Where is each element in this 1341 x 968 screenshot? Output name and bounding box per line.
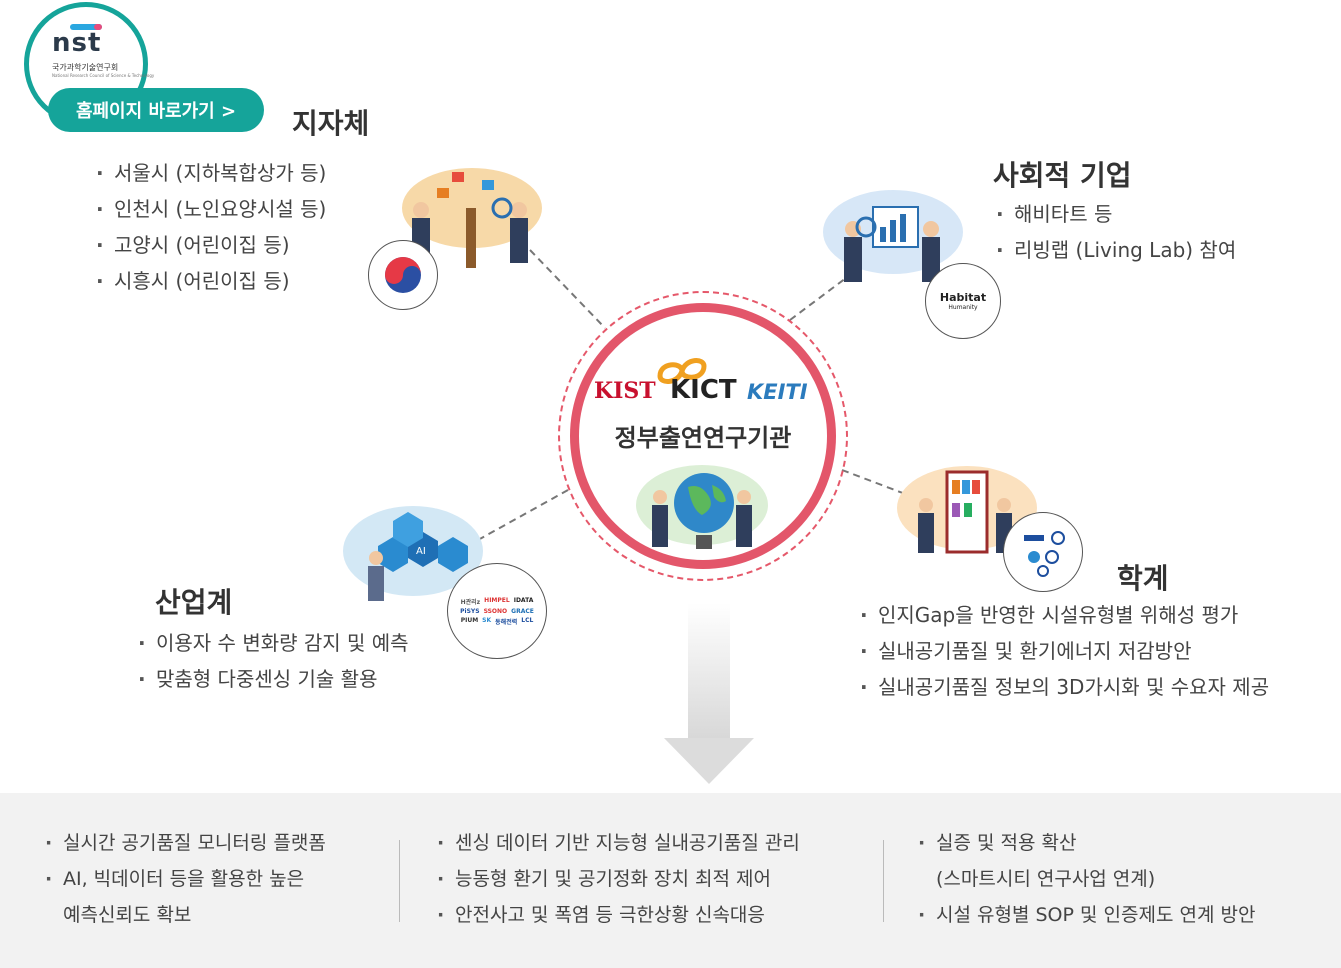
list-item: 실시간 공기품질 모니터링 플랫폼 — [45, 825, 326, 861]
korea-gov-logo — [368, 240, 438, 310]
list-item: 이용자 수 변화량 감지 및 예측 — [138, 625, 409, 661]
list-item: 고양시 (어린이집 등) — [96, 227, 326, 263]
nst-org-kr: 국가과학기술연구회 — [52, 63, 119, 72]
industry-title: 산업계 — [155, 586, 233, 619]
list-item: 실내공기품질 정보의 3D가시화 및 수요자 제공 — [860, 669, 1269, 705]
habitat-logo: Habitat Humanity — [925, 263, 1001, 339]
list-item-text: 예측신뢰도 확보 — [63, 904, 192, 926]
list-item-continued: (스마트시티 연구사업 연계) — [918, 861, 1255, 897]
list-item: 리빙랩 (Living Lab) 참여 — [996, 232, 1236, 268]
list-item-continued: 예측신뢰도 확보 — [45, 897, 326, 933]
kist-logo: KIST — [594, 378, 656, 404]
industry-illustration: AI — [343, 506, 483, 601]
nst-logo-text: nst — [52, 28, 102, 58]
list-item: 인지Gap을 반영한 시설유형별 위해성 평가 — [860, 597, 1269, 633]
industry-list: 이용자 수 변화량 감지 및 예측 맞춤형 다중센싱 기술 활용 — [138, 625, 409, 697]
list-item: 인천시 (노인요양시설 등) — [96, 191, 326, 227]
partner-logo: HIMPEL — [484, 596, 510, 604]
homepage-button[interactable]: 홈페이지 바로가기 > — [48, 88, 264, 132]
social-illustration — [823, 190, 963, 282]
partner-logo: IDATA — [513, 596, 534, 604]
local-gov-title: 지자체 — [292, 107, 370, 140]
partner-logo: LCL — [521, 616, 534, 624]
partner-logo: GRACE — [511, 607, 534, 615]
list-item: 능동형 환기 및 공기정화 장치 최적 제어 — [437, 861, 800, 897]
partner-logo: 동해전력 — [495, 618, 518, 626]
local-gov-list: 서울시 (지하복합상가 등) 인천시 (노인요양시설 등) 고양시 (어린이집 … — [96, 155, 326, 299]
line-social — [789, 274, 851, 321]
list-item: 실증 및 적용 확산 — [918, 825, 1255, 861]
partner-logo: H관리z — [460, 598, 481, 606]
academia-title: 학계 — [1117, 562, 1169, 595]
social-title: 사회적 기업 — [993, 159, 1132, 192]
social-list: 해비타트 등 리빙랩 (Living Lab) 참여 — [996, 196, 1236, 268]
ai-hex-label: AI — [416, 546, 426, 557]
university-emblem-icon — [1024, 531, 1065, 577]
column-divider — [399, 840, 400, 922]
line-industry — [477, 489, 569, 541]
center-dashed-ring — [558, 291, 848, 581]
outcome-col-1: 실시간 공기품질 모니터링 플랫폼 AI, 빅데이터 등을 활용한 높은 예측신… — [45, 825, 326, 933]
nst-logo-mark-accent — [94, 24, 102, 30]
nst-logo-mark — [70, 24, 102, 30]
partner-logo: SSONO — [483, 607, 508, 615]
habitat-logo-sub: Humanity — [948, 304, 978, 311]
down-arrow-head — [664, 738, 754, 784]
list-item: 맞춤형 다중센싱 기술 활용 — [138, 661, 409, 697]
list-item: 서울시 (지하복합상가 등) — [96, 155, 326, 191]
line-local-gov — [529, 249, 606, 329]
academia-list: 인지Gap을 반영한 시설유형별 위해성 평가 실내공기품질 및 환기에너지 저… — [860, 597, 1269, 705]
column-divider — [883, 840, 884, 922]
outcome-col-3: 실증 및 적용 확산 (스마트시티 연구사업 연계) 시설 유형별 SOP 및 … — [918, 825, 1255, 933]
center-title: 정부출연연구기관 — [614, 424, 792, 452]
list-item: 안전사고 및 폭염 등 극한상황 신속대응 — [437, 897, 800, 933]
outcome-col-2: 센싱 데이터 기반 지능형 실내공기품질 관리 능동형 환기 및 공기정화 장치… — [437, 825, 800, 933]
university-logos — [1003, 512, 1083, 592]
list-item-text: (스마트시티 연구사업 연계) — [936, 868, 1156, 890]
list-item: 시설 유형별 SOP 및 인증제도 연계 방안 — [918, 897, 1255, 933]
partner-logo: PIUM — [460, 616, 479, 624]
partner-logo: SK — [482, 616, 492, 624]
partner-logo: PiSYS — [460, 607, 480, 615]
list-item: 해비타트 등 — [996, 196, 1236, 232]
nst-org-en: National Research Council of Science & T… — [52, 73, 155, 78]
taegeuk-icon — [385, 257, 421, 293]
industry-partners-logo: H관리z HIMPEL IDATA PiSYS SSONO GRACE PIUM… — [447, 563, 547, 659]
down-arrow-shaft — [688, 603, 730, 738]
list-item: 시흥시 (어린이집 등) — [96, 263, 326, 299]
habitat-logo-text: Habitat — [939, 291, 987, 304]
list-item: 실내공기품질 및 환기에너지 저감방안 — [860, 633, 1269, 669]
list-item: 센싱 데이터 기반 지능형 실내공기품질 관리 — [437, 825, 800, 861]
academia-illustration — [897, 466, 1037, 554]
keiti-logo: KEITI — [747, 380, 808, 404]
list-item: AI, 빅데이터 등을 활용한 높은 — [45, 861, 326, 897]
center-globe-illustration — [636, 465, 768, 549]
kict-logo: KICT — [670, 375, 737, 405]
kict-infinity-icon — [657, 358, 707, 384]
